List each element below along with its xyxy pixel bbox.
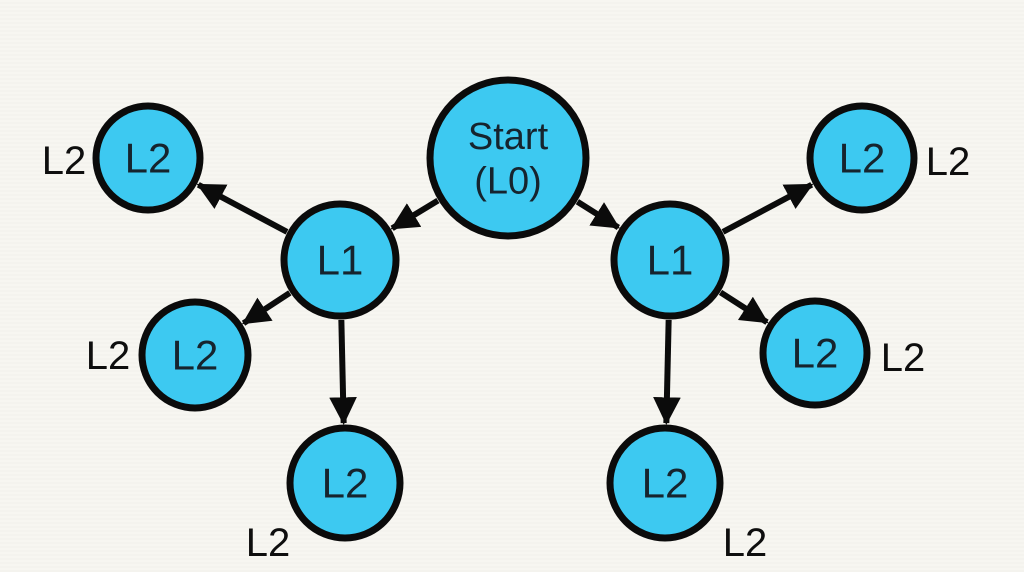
node-start: Start(L0) (426, 76, 590, 240)
external-label-2: L2 (246, 521, 291, 565)
edge-l1-right-to-l2-bottom-right (653, 319, 681, 425)
node-l2-bottom-left-circle (286, 424, 404, 542)
node-l2-top-left-label: L2 (125, 135, 172, 182)
node-l2-mid-left-circle (138, 298, 252, 412)
node-l1-left-label: L1 (317, 237, 364, 284)
edge-start-to-l1-left (390, 197, 440, 231)
edge-l1-left-to-l2-mid-left (241, 290, 292, 326)
node-start-circle (426, 76, 590, 240)
edge-l1-right-to-l2-mid-right (718, 289, 769, 325)
node-start-label: Start (468, 116, 549, 158)
edge-l1-left-to-l2-bottom-left (329, 319, 357, 425)
node-l2-mid-left-label: L2 (172, 332, 219, 379)
node-l2-top-left-circle (92, 102, 204, 214)
node-l2-top-right: L2 (806, 102, 918, 214)
node-l2-mid-left: L2 (138, 298, 252, 412)
node-start-label: (L0) (474, 161, 542, 203)
node-l2-mid-right-label: L2 (792, 330, 839, 377)
external-label-1: L2 (86, 334, 131, 378)
node-l2-top-right-label: L2 (839, 135, 886, 182)
node-l1-right-label: L1 (647, 237, 694, 284)
node-l1-right-circle (610, 200, 730, 320)
node-l2-bottom-right-circle (606, 424, 724, 542)
edge-l1-left-to-l2-top-left (196, 182, 289, 235)
external-label-0: L2 (42, 139, 87, 183)
node-l2-mid-right: L2 (759, 297, 871, 409)
node-l1-left: L1 (280, 200, 400, 320)
node-l2-top-left: L2 (92, 102, 204, 214)
node-l2-bottom-left: L2 (286, 424, 404, 542)
edge-start-to-l1-right (575, 199, 621, 231)
node-l2-bottom-left-label: L2 (322, 460, 369, 507)
node-l1-right: L1 (610, 200, 730, 320)
node-l2-bottom-right: L2 (606, 424, 724, 542)
external-label-3: L2 (926, 140, 971, 184)
node-l2-bottom-right-label: L2 (642, 460, 689, 507)
node-l2-top-right-circle (806, 102, 918, 214)
edge-l1-right-to-l2-top-right (721, 182, 814, 235)
node-l1-left-circle (280, 200, 400, 320)
external-label-4: L2 (881, 336, 926, 380)
external-label-5: L2 (723, 521, 768, 565)
node-l2-mid-right-circle (759, 297, 871, 409)
